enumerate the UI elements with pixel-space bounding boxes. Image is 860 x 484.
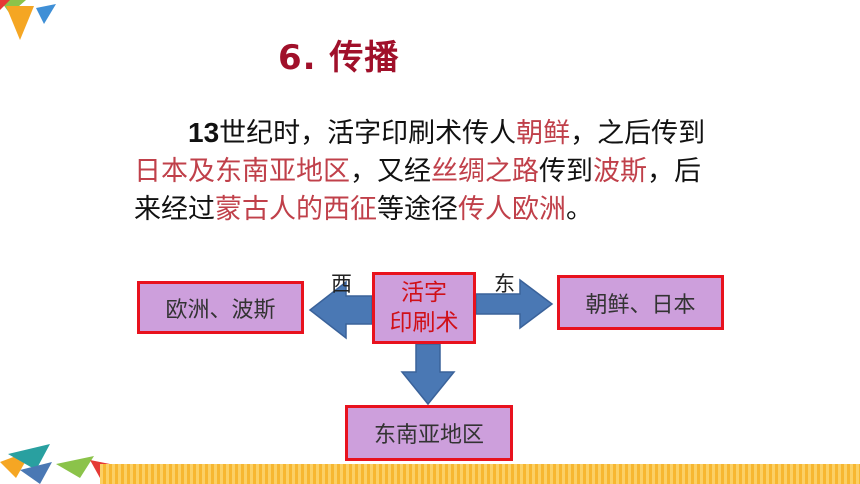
corner-decoration-bottom bbox=[0, 444, 120, 484]
paragraph-run: 丝绸之路 bbox=[431, 156, 539, 187]
paragraph-run: 蒙古人的西征 bbox=[215, 194, 377, 225]
west-arrow-icon bbox=[308, 280, 373, 340]
paragraph-run: 等途径 bbox=[377, 194, 458, 225]
paragraph-line-1: 13世纪时，活字印刷术传人朝鲜，之后传到 bbox=[134, 114, 754, 153]
center-box-line-2: 印刷术 bbox=[389, 310, 459, 336]
bottom-band bbox=[100, 464, 860, 484]
paragraph-run: 传到 bbox=[539, 156, 593, 187]
corner-decoration-top bbox=[0, 0, 56, 40]
paragraph-run: ，后 bbox=[647, 156, 701, 187]
paragraph-run: 世纪时，活字印刷术传人 bbox=[219, 118, 517, 149]
paragraph-run: 。 bbox=[566, 194, 593, 225]
west-box: 欧洲、波斯 bbox=[137, 281, 304, 334]
paragraph-run: 传人欧洲 bbox=[458, 194, 566, 225]
paragraph-line-3: 来经过蒙古人的西征等途径传人欧洲。 bbox=[134, 191, 754, 229]
west-label: 西 bbox=[331, 272, 352, 296]
paragraph-run: ，又经 bbox=[350, 156, 431, 187]
paragraph-run: 来经过 bbox=[134, 194, 215, 225]
east-arrow-icon bbox=[475, 278, 554, 330]
east-box: 朝鲜、日本 bbox=[557, 275, 724, 330]
south-box: 东南亚地区 bbox=[345, 405, 513, 461]
paragraph-run: 朝鲜 bbox=[516, 118, 571, 149]
paragraph-line-2: 日本及东南亚地区，又经丝绸之路传到波斯，后 bbox=[134, 153, 754, 191]
paragraph-run: ，之后传到 bbox=[570, 118, 706, 149]
paragraph-run: 13 bbox=[188, 117, 220, 148]
center-box-line-1: 活字 bbox=[401, 280, 447, 306]
description-paragraph: 13世纪时，活字印刷术传人朝鲜，之后传到 日本及东南亚地区，又经丝绸之路传到波斯… bbox=[134, 114, 754, 229]
south-arrow-icon bbox=[400, 343, 456, 406]
paragraph-run: 波斯 bbox=[593, 156, 647, 187]
slide-title: 6. 传播 bbox=[278, 38, 400, 78]
paragraph-run: 日本及东南亚地区 bbox=[134, 156, 350, 187]
east-label: 东 bbox=[494, 272, 515, 296]
center-box-movable-type: 活字 印刷术 bbox=[372, 272, 476, 344]
